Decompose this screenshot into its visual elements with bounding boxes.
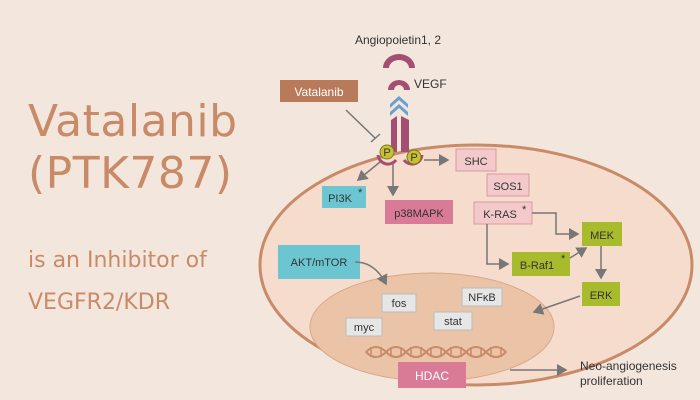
- shc-box: [455, 148, 497, 172]
- inhibition-line: [345, 109, 376, 139]
- binding-chevron-icon: [390, 96, 408, 108]
- vegf-label: VEGF: [414, 77, 447, 91]
- phospho-icon-right: [406, 149, 422, 165]
- mek-label: MEK: [590, 230, 615, 242]
- kras-mark: *: [522, 204, 527, 216]
- pi3k-label: PI3K: [328, 193, 353, 205]
- title-block: Vatalanib (PTK787) is an Inhibitor of VE…: [0, 0, 300, 400]
- shc-label: SHC: [464, 156, 487, 168]
- vatalanib-box: [280, 80, 358, 102]
- receptor-right-icon: [401, 116, 409, 152]
- kras-label: K-RAS: [483, 209, 517, 221]
- arrow-kras-to-braf: [486, 224, 510, 270]
- arrow-erk-to-nucleus: [532, 295, 581, 315]
- hdac-box: [398, 362, 466, 388]
- p38mapk-box: [385, 200, 453, 224]
- dna-helix-icon: [365, 346, 507, 358]
- angiopoietin-label: Angiopoietin1, 2: [355, 33, 441, 47]
- phospho-label-right: P: [410, 152, 417, 164]
- outcome-proliferation: proliferation: [580, 374, 643, 388]
- subtitle-line1: is an Inhibitor of: [28, 248, 207, 273]
- inhibition-bar: [370, 133, 381, 143]
- vatalanib-label: Vatalanib: [294, 85, 343, 99]
- arrow-kras-to-mek: [532, 212, 580, 240]
- outcome-neo-angiogenesis: Neo-angiogenesis: [580, 359, 677, 373]
- pi3k-mark: *: [358, 187, 363, 199]
- arrow-akt-to-nucleus: [354, 261, 388, 286]
- stat-box: [433, 311, 473, 331]
- myc-label: myc: [354, 322, 375, 334]
- erk-label: ERK: [590, 290, 613, 302]
- braf1-mark: *: [561, 253, 566, 265]
- myc-box: [345, 317, 383, 337]
- arrow-braf-to-mek: [569, 247, 588, 259]
- sos1-label: SOS1: [493, 181, 522, 193]
- angiopoietin-icon: [383, 54, 415, 68]
- p38mapk-label: p38MAPK: [394, 208, 444, 220]
- akt-mtor-label: AKT/mTOR: [291, 257, 348, 269]
- hdac-label: HDAC: [415, 369, 449, 383]
- mek-box: [582, 222, 622, 246]
- nfkb-label: NFκB: [468, 292, 496, 304]
- fos-box: [381, 293, 417, 313]
- stat-label: stat: [444, 316, 462, 328]
- akt-mtor-box: [278, 245, 360, 279]
- title-drug-name: Vatalanib: [28, 96, 238, 147]
- sos1-box: [486, 173, 530, 197]
- fos-label: fos: [392, 298, 407, 310]
- phospho-label-left: P: [383, 147, 390, 159]
- pi3k-box: [322, 186, 366, 208]
- phospho-icon-left: [379, 144, 395, 160]
- arrow-to-pi3k: [356, 161, 381, 181]
- binding-chevron-icon-2: [390, 104, 408, 116]
- braf1-label: B-Raf1: [520, 260, 554, 272]
- title-drug-code: (PTK787): [28, 148, 233, 199]
- erk-box: [582, 282, 620, 306]
- receptor-tail-left: [376, 154, 398, 166]
- braf1-box: [512, 252, 570, 276]
- nfkb-box: [461, 287, 503, 307]
- subtitle-line2: VEGFR2/KDR: [28, 290, 171, 315]
- receptor-left-icon: [391, 116, 397, 152]
- vegf-icon: [388, 80, 410, 90]
